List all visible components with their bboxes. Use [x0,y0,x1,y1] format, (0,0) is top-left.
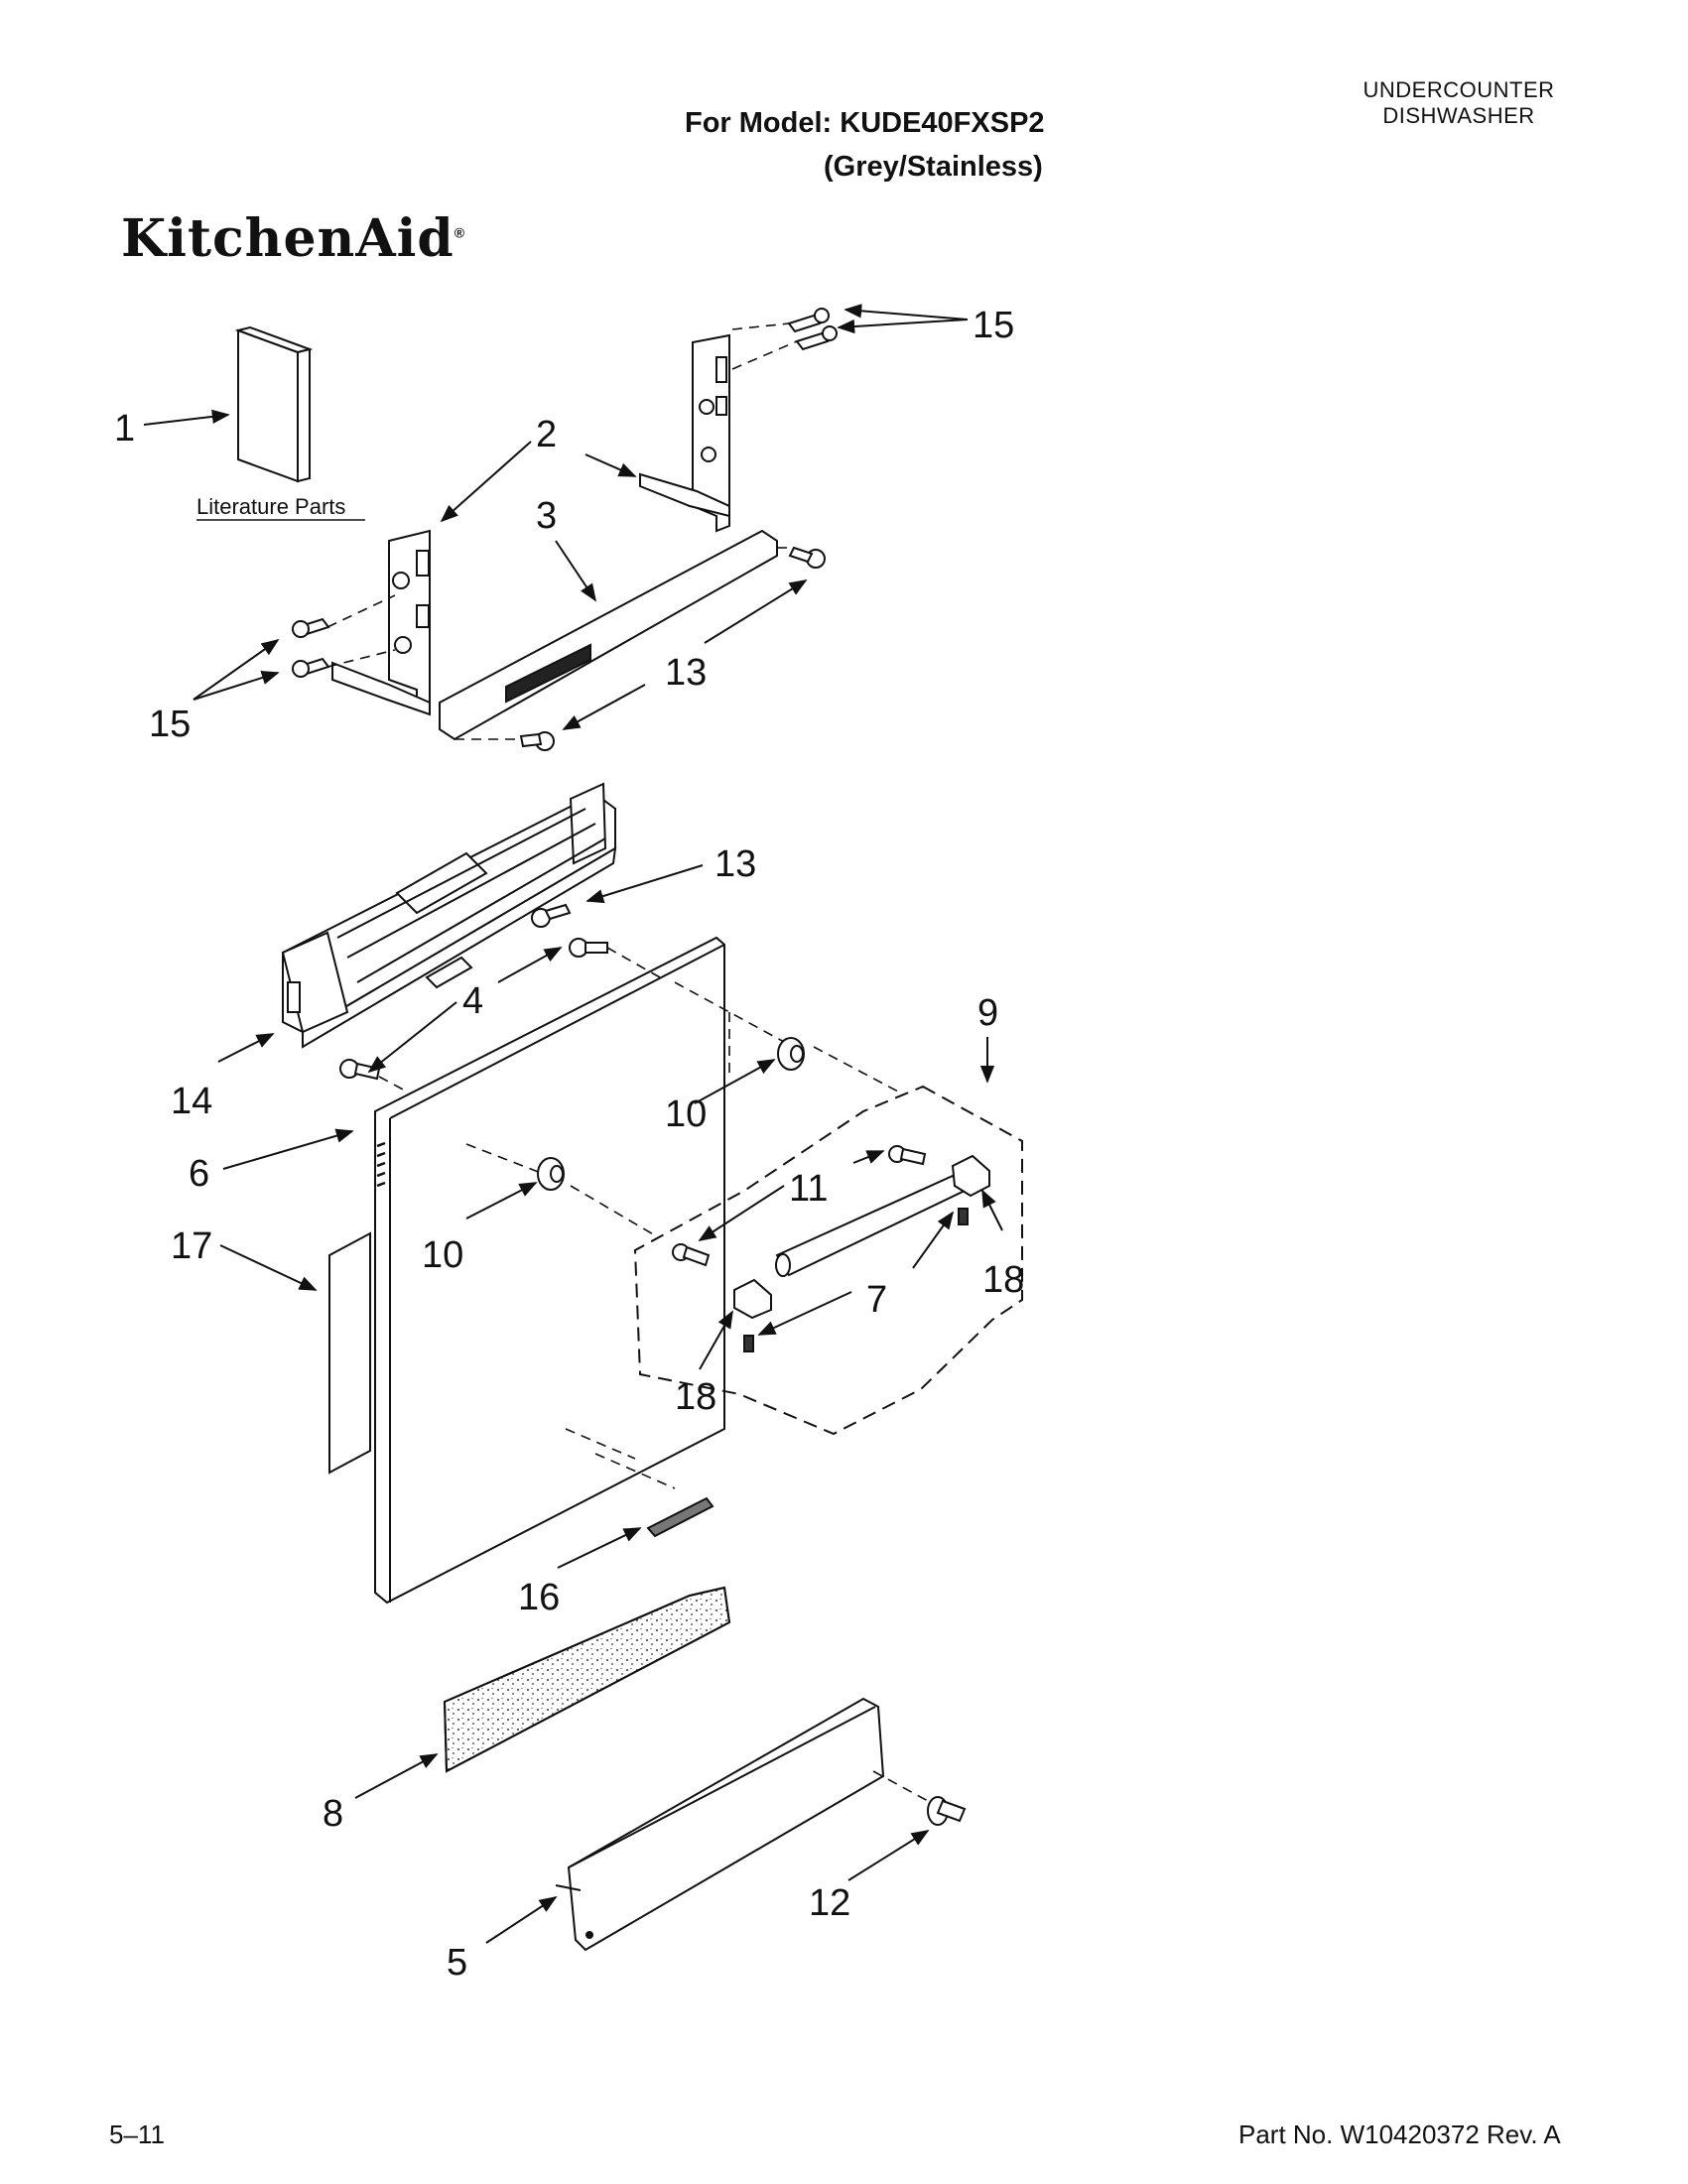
callout-13-upper: 13 [665,652,707,694]
toe-panel-screw [927,1796,967,1826]
toe-panel [555,1697,885,1952]
callout-10-right: 10 [665,1093,707,1135]
callout-11: 11 [789,1168,828,1210]
screw-13-c [531,903,572,928]
handle-kit-outline [633,1085,1023,1436]
screw-13-a [788,546,826,569]
callout-14: 14 [171,1081,212,1122]
callout-2: 2 [536,414,557,455]
callout-9: 9 [977,992,998,1034]
callout-4: 4 [462,980,483,1022]
callout-18-right: 18 [982,1259,1024,1301]
screw-15-upper-a [787,308,830,333]
handle-endcap-right [951,1154,990,1198]
appliance-type-line2: DISHWASHER [1382,103,1535,128]
screw-15-lower-b [292,657,330,678]
part-number: Part No. W10420372 Rev. A [1238,2120,1561,2149]
handle-mount-10-left [537,1157,565,1191]
callout-13-middle: 13 [714,843,756,885]
brand-logo-text: KitchenAid [121,208,454,269]
outer-door-panel [374,936,725,1605]
callout-6: 6 [189,1153,209,1195]
right-mounting-bracket [639,333,730,533]
alignment-line-lower [872,1770,929,1802]
literature-parts-book [234,325,314,483]
callout-8: 8 [323,1793,343,1835]
left-mounting-bracket [331,529,431,716]
nameplate [646,1496,714,1538]
callout-12: 12 [809,1882,850,1924]
setscrew-18-left [743,1335,754,1352]
alignment-lines-upper [326,322,798,740]
model-number: For Model: KUDE40FXSP2 [685,107,1045,139]
control-panel-assembly [281,782,617,1049]
callout-3: 3 [536,495,557,537]
leader-arrows [143,304,1003,1944]
screw-4-a [569,938,608,958]
callout-16: 16 [518,1577,560,1618]
setscrew-18-right [958,1208,969,1225]
screw-13-b [519,731,555,751]
door-insulation-sheet [328,1231,371,1475]
callout-5: 5 [447,1942,467,1984]
access-panel [439,529,778,741]
alignment-lines-middle [378,947,899,1489]
callout-10-left: 10 [422,1234,463,1276]
callout-18-left: 18 [675,1376,716,1418]
callout-15-lower: 15 [149,704,191,745]
model-variant: (Grey/Stainless) [824,151,1043,183]
callout-7: 7 [866,1279,887,1321]
screw-15-lower-a [292,617,330,638]
literature-parts-label: Literature Parts [196,494,345,519]
toe-panel-insulation [443,1586,731,1773]
page-number: 5–11 [109,2120,165,2149]
handle-endcap-left [733,1278,772,1320]
appliance-type-line1: UNDERCOUNTER [1363,77,1555,102]
registered-mark: ® [454,224,466,241]
screw-15-upper-b [795,325,838,351]
handle-mount-10-right [777,1037,805,1071]
callout-15-upper: 15 [973,305,1014,346]
screw-11-a [888,1145,927,1166]
callout-1: 1 [114,408,135,450]
callout-17: 17 [171,1225,212,1267]
appliance-type: UNDERCOUNTER DISHWASHER [1330,77,1588,129]
brand-logo: KitchenAid® [121,208,465,269]
screw-11-b [672,1243,711,1267]
